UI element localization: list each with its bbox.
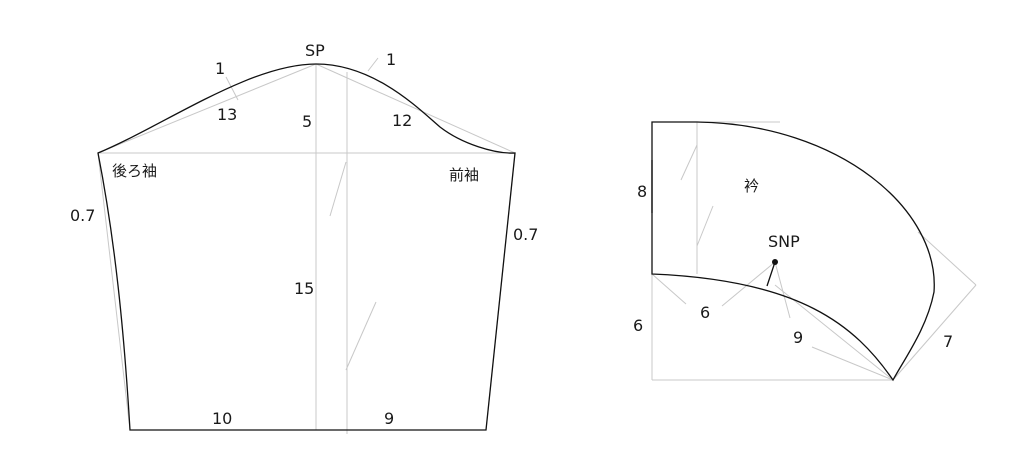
back-height-label: 8 [637,182,647,201]
snp-guide-left [721,261,776,307]
collar-pattern: 衿 SNP 8 6 6 9 7 [633,121,977,382]
under-length-label: 15 [294,279,314,298]
snp-label: SNP [768,232,800,251]
sp-label: SP [305,41,325,60]
ease-front-label: 1 [386,50,396,69]
back-taper-label: 0.7 [70,206,95,225]
snp-guide-right [774,261,791,319]
neck-front-label: 9 [793,328,803,347]
sleeve-outline [97,63,516,431]
snp-leader [766,261,776,287]
back-cap-diagonal [97,63,317,154]
front-cap-diagonal [315,63,516,154]
front-taper-label: 0.7 [513,225,538,244]
cap-height-label: 5 [302,112,312,131]
back-side-guide [97,152,131,431]
front-sleeve-label: 前袖 [449,166,479,184]
back-diagonal-label: 13 [217,105,237,124]
collar-mark-1 [680,144,698,181]
collar-outline [651,121,935,382]
neck-guide-front [774,284,894,381]
neck-guide-lower [811,346,894,381]
back-sleeve-label: 後ろ袖 [112,162,157,180]
tip-guide-upper [917,231,977,286]
hem-back-label: 10 [212,409,232,428]
front-diagonal-label: 12 [392,111,412,130]
collar-name-label: 衿 [744,177,759,195]
collar-mark-2 [696,205,714,247]
grain-mark-lower [345,301,377,371]
tip-width-label: 7 [943,332,953,351]
ease-tick-front [367,57,379,72]
neck-guide-back [651,273,687,305]
grain-mark-upper [329,161,347,217]
hem-front-label: 9 [384,409,394,428]
snp-point [772,259,778,265]
sleeve-pattern: SP 1 1 13 12 5 後ろ袖 前袖 0.7 0.7 15 10 9 [70,41,538,434]
ease-back-label: 1 [215,59,225,78]
tip-guide-lower [892,284,977,381]
stand-height-label: 6 [633,316,643,335]
ease-tick-back [225,76,239,101]
neck-back-label: 6 [700,303,710,322]
